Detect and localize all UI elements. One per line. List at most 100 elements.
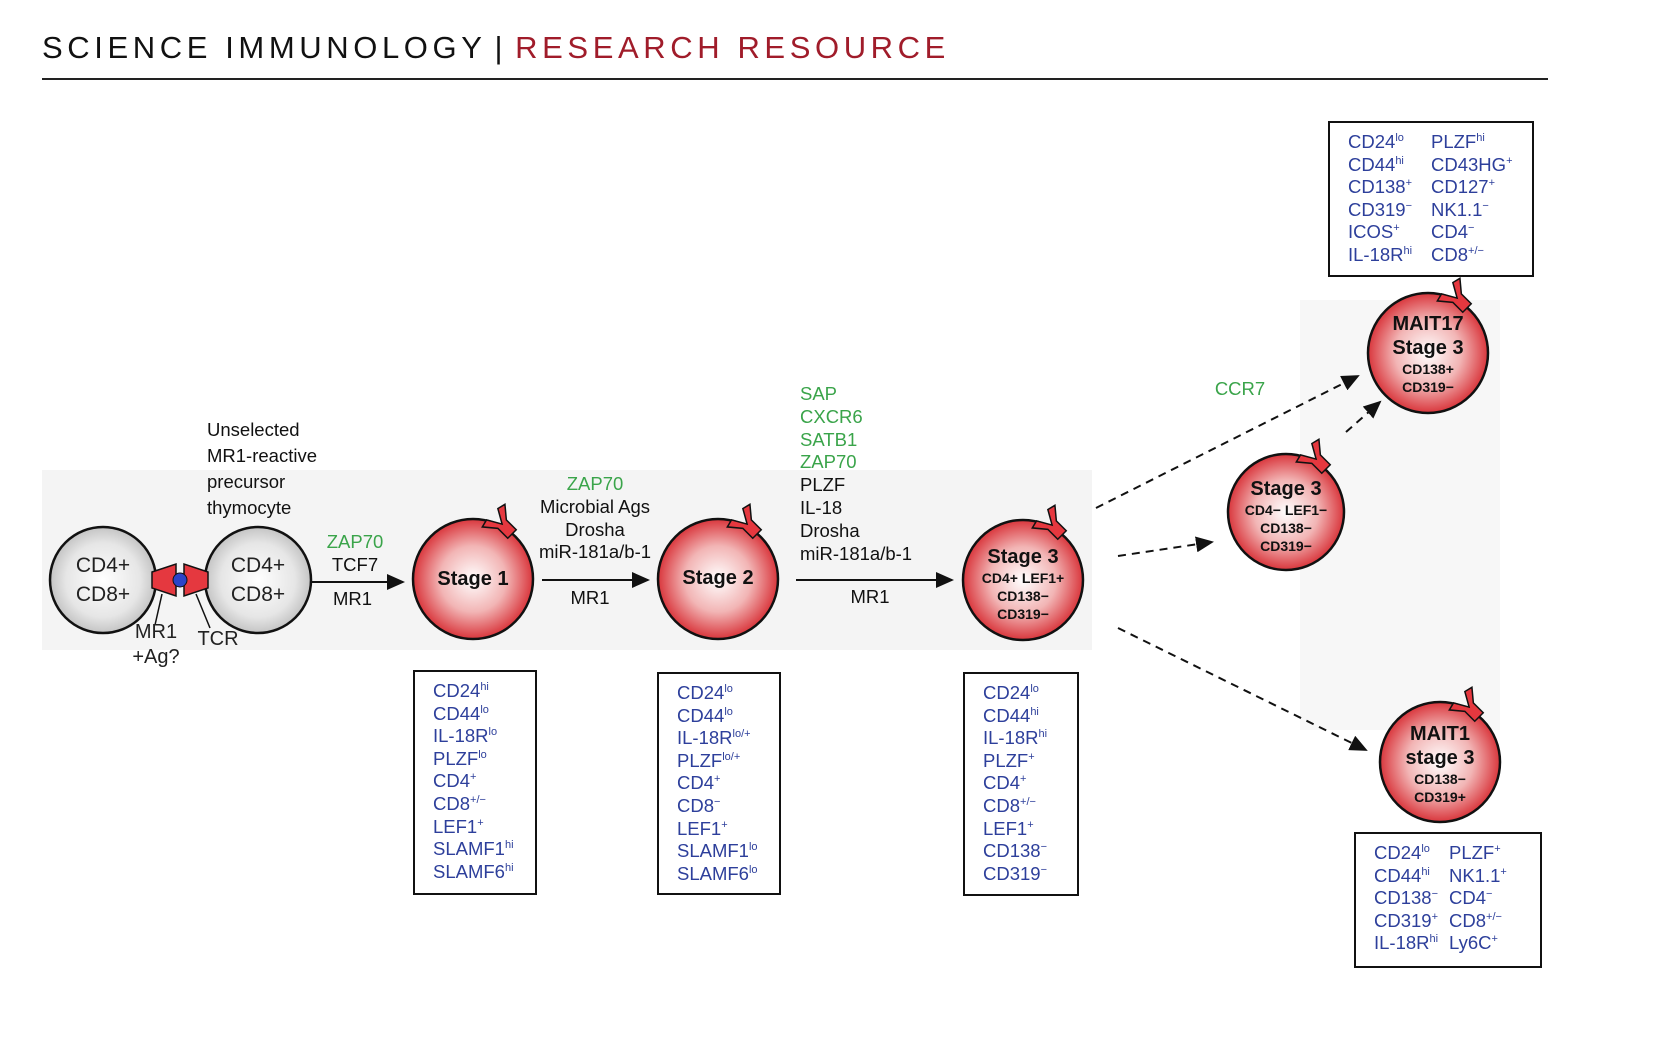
stage3-title: Stage 3 bbox=[987, 546, 1059, 568]
factor-label: TCF7 bbox=[331, 553, 379, 575]
marker-item: CD8+/− bbox=[433, 793, 514, 816]
marker-level: +/− bbox=[470, 793, 486, 806]
marker-name: ICOS bbox=[1348, 221, 1394, 243]
tcr-receptor-icon bbox=[1436, 277, 1473, 314]
marker-name: NK1.1 bbox=[1449, 864, 1501, 886]
marker-name: CD8 bbox=[677, 794, 715, 816]
marker-level: hi bbox=[1403, 244, 1413, 257]
marker-item: IL-18Rlo/+ bbox=[677, 727, 758, 750]
mait1-cell bbox=[1378, 700, 1502, 824]
tcr-receptor-icon bbox=[1448, 686, 1485, 723]
transition2-below: MR1 bbox=[570, 587, 610, 608]
journal-name: SCIENCE IMMUNOLOGY bbox=[42, 30, 487, 65]
cd8-label: CD8+ bbox=[75, 583, 131, 606]
factor-label: IL-18 bbox=[800, 496, 843, 518]
marker-level: − bbox=[1468, 222, 1475, 235]
marker-level: + bbox=[1393, 222, 1400, 235]
marker-list-right: PLZF+NK1.1+CD4−CD8+/−Ly6C+ bbox=[1449, 842, 1507, 955]
mait17-title: MAIT17 bbox=[1392, 313, 1464, 335]
marker-level: + bbox=[1431, 910, 1439, 923]
marker-name: CD4 bbox=[1431, 221, 1469, 243]
marker-name: CD8 bbox=[1431, 243, 1469, 265]
stage3-line: CD4+ LEF1+ bbox=[981, 570, 1065, 586]
marker-name: IL-18R bbox=[1348, 243, 1404, 265]
cd8-label: CD8+ bbox=[230, 583, 286, 606]
marker-level: + bbox=[1494, 842, 1501, 855]
marker-name: IL-18R bbox=[1374, 932, 1430, 954]
stage3-mid-line: CD319− bbox=[1260, 538, 1312, 554]
marker-level: lo bbox=[748, 863, 758, 876]
marker-name: CD319 bbox=[1348, 198, 1406, 220]
marker-name: CD8 bbox=[1449, 909, 1487, 931]
mait17-cell bbox=[1366, 291, 1490, 415]
marker-level: hi bbox=[1429, 933, 1439, 946]
header-separator: | bbox=[494, 30, 508, 65]
stage3-mid-line: CD138− bbox=[1260, 520, 1312, 536]
stage3-line: CD319− bbox=[997, 606, 1049, 622]
marker-item: CD43HG+ bbox=[1431, 154, 1513, 177]
marker-item: CD4− bbox=[1449, 887, 1507, 910]
mait17-line: CD319− bbox=[1402, 379, 1454, 395]
tcr-receptor-icon bbox=[1295, 438, 1332, 475]
marker-level: hi bbox=[480, 680, 489, 693]
marker-item: CD8− bbox=[677, 795, 758, 818]
marker-level: +/− bbox=[1020, 795, 1036, 808]
factor-label: CXCR6 bbox=[800, 405, 863, 427]
marker-level: lo bbox=[480, 703, 489, 716]
marker-item: CD8+/− bbox=[983, 795, 1047, 818]
marker-item: NK1.1− bbox=[1431, 199, 1513, 222]
mait17-label: MAIT17 Stage 3 CD138+ CD319− bbox=[1368, 312, 1488, 396]
marker-item: PLZFlo/+ bbox=[677, 750, 758, 773]
note-line: MR1-reactive bbox=[207, 445, 317, 466]
marker-level: + bbox=[1506, 154, 1513, 167]
marker-level: + bbox=[1491, 933, 1498, 946]
marker-item: CD138− bbox=[1374, 887, 1438, 910]
marker-item: CD138− bbox=[983, 840, 1047, 863]
stage3-line: CD138− bbox=[997, 588, 1049, 604]
marker-item: CD8+/− bbox=[1449, 910, 1507, 933]
arrow-stage3-midstage bbox=[1117, 536, 1214, 557]
marker-item: IL-18Rlo bbox=[433, 725, 514, 748]
marker-name: IL-18R bbox=[433, 725, 489, 747]
marker-item: PLZFhi bbox=[1431, 131, 1513, 154]
antigen-text: +Ag? bbox=[132, 646, 180, 668]
precursor-left-label: CD4+ CD8+ bbox=[63, 551, 143, 609]
marker-level: hi bbox=[1476, 131, 1485, 144]
stage1-label: Stage 1 bbox=[413, 567, 533, 591]
marker-name: LEF1 bbox=[677, 817, 722, 839]
marker-item: CD319+ bbox=[1374, 910, 1438, 933]
stage1-title: Stage 1 bbox=[437, 568, 509, 590]
mait17-subtitle: Stage 3 bbox=[1392, 337, 1464, 359]
factor-label: SAP bbox=[800, 383, 838, 404]
marker-name: PLZF bbox=[433, 747, 479, 769]
marker-item: SLAMF1lo bbox=[677, 840, 758, 863]
marker-item: CD24lo bbox=[983, 682, 1047, 705]
section-name: RESEARCH RESOURCE bbox=[515, 30, 950, 65]
marker-name: CD4 bbox=[433, 770, 471, 792]
marker-item: CD44lo bbox=[433, 703, 514, 726]
precursor-note: Unselected MR1-reactive precursor thymoc… bbox=[207, 417, 317, 521]
marker-item: CD44lo bbox=[677, 705, 758, 728]
marker-item: CD44hi bbox=[983, 705, 1047, 728]
marker-level: lo bbox=[1421, 842, 1430, 855]
marker-level: + bbox=[470, 771, 477, 784]
stage3-mid-line: CD4− LEF1− bbox=[1244, 502, 1328, 518]
tcr-receptor-icon bbox=[1031, 504, 1068, 541]
marker-level: hi bbox=[1038, 728, 1048, 741]
stage3-cell bbox=[961, 518, 1085, 642]
marker-level: + bbox=[1028, 750, 1035, 763]
mr1-text: MR1 bbox=[134, 621, 178, 643]
marker-name: NK1.1 bbox=[1431, 198, 1483, 220]
marker-item: CD4+ bbox=[983, 772, 1047, 795]
marker-name: PLZF bbox=[1449, 842, 1495, 863]
antigen-icon bbox=[172, 572, 188, 588]
